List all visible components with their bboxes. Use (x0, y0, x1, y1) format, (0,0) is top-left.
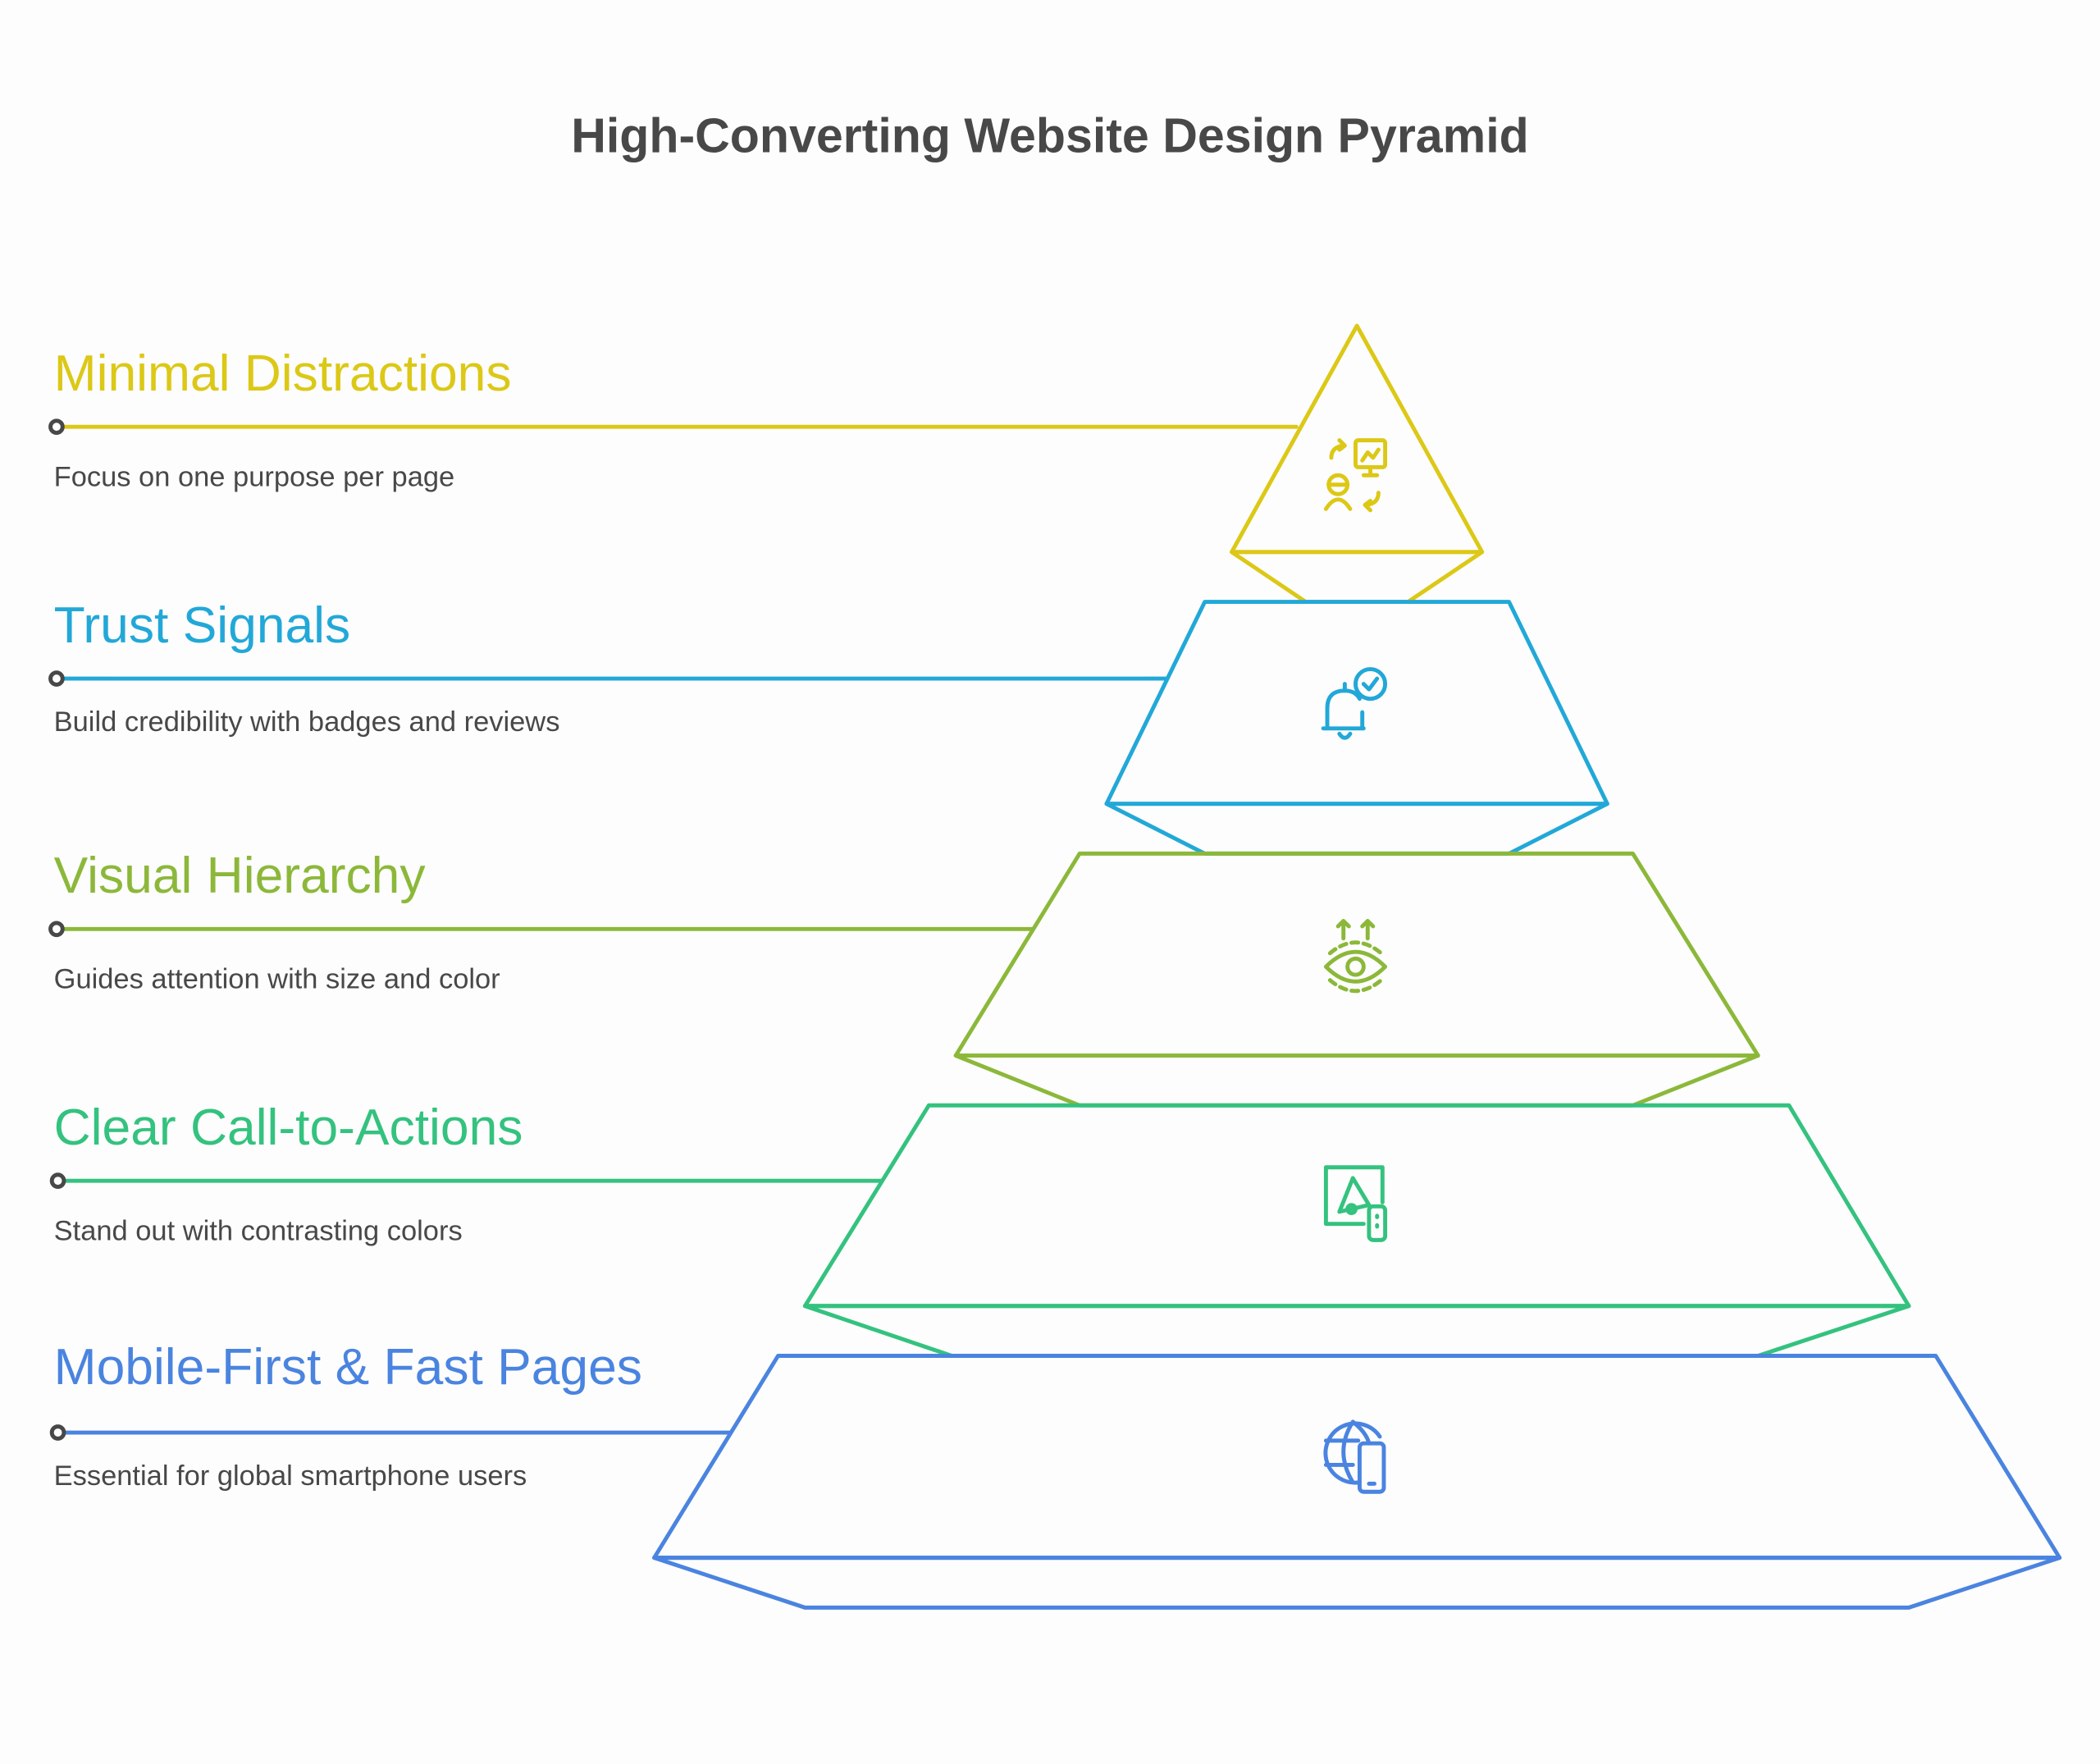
layer-shape (652, 1354, 2062, 1561)
connector-dot (49, 1424, 66, 1441)
eye-arrows-icon (1323, 918, 1388, 994)
layer-description: Essential for global smartphone users (53, 1460, 527, 1492)
layer-base (652, 1556, 2062, 1610)
bell-check-icon (1321, 667, 1388, 740)
layer-base (802, 1304, 1911, 1358)
connector-dot (48, 418, 65, 436)
layer-base (953, 1053, 1760, 1108)
layer-shape (1104, 600, 1609, 807)
layer-description: Guides attention with size and color (53, 963, 500, 995)
layer-description: Stand out with contrasting colors (53, 1215, 463, 1247)
diagram-title: High-Converting Website Design Pyramid (571, 107, 1529, 163)
layer-base (1104, 802, 1609, 856)
layer-heading-clear-call-to-actions: Clear Call-to-Actions (53, 1099, 523, 1157)
presentation-user-icon (1323, 438, 1388, 513)
connector-dot (48, 670, 65, 687)
connector-dot (48, 921, 65, 938)
layer-description: Focus on one purpose per page (53, 461, 455, 493)
layer-description: Build credibility with badges and review… (53, 706, 560, 738)
pyramid-layer-mobile-first (62, 1354, 2062, 1610)
layer-shape (802, 1103, 1911, 1309)
globe-phone-icon (1323, 1419, 1386, 1494)
connector-dot (49, 1172, 66, 1190)
layer-shape (953, 851, 1760, 1058)
megaphone-screen-icon (1323, 1165, 1388, 1242)
layer-heading-minimal-distractions: Minimal Distractions (53, 345, 512, 403)
layer-heading-visual-hierarchy: Visual Hierarchy (53, 848, 426, 905)
layer-heading-mobile-first: Mobile-First & Fast Pages (53, 1339, 642, 1396)
layer-base (1230, 550, 1485, 604)
layer-heading-trust-signals: Trust Signals (53, 597, 351, 655)
